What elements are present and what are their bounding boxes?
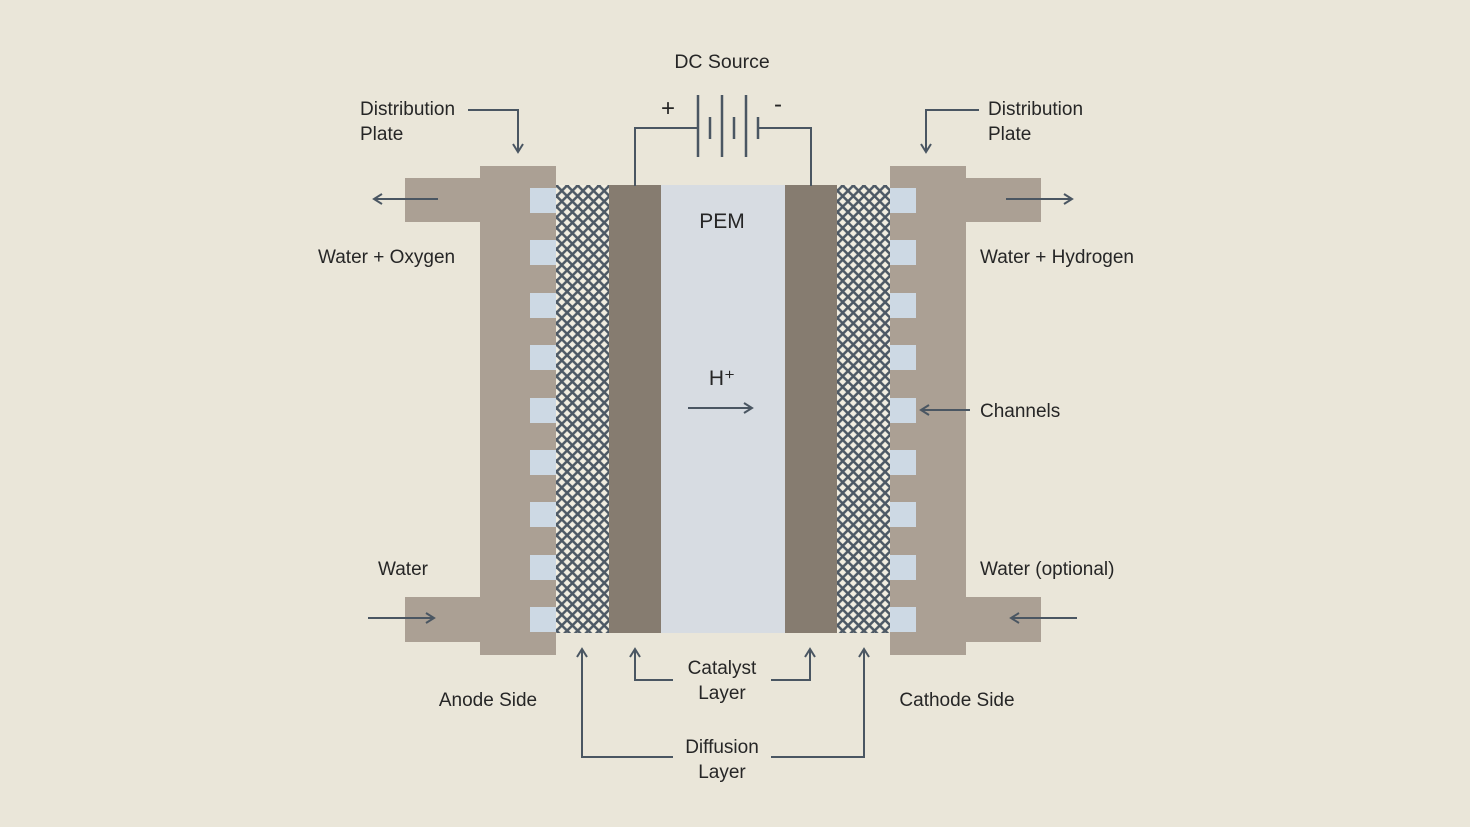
right-plate-label-line1: Distribution: [988, 99, 1083, 120]
channel-square: [890, 607, 916, 632]
diffusion-label-line2: Layer: [698, 762, 746, 783]
channel-square: [530, 345, 556, 370]
catalyst-label-line1: Catalyst: [688, 658, 757, 679]
cathode-side-label: Cathode Side: [899, 690, 1014, 711]
positive-terminal-sign: +: [661, 95, 675, 122]
diffusion-layer-label: Diffusion Layer: [685, 737, 759, 783]
battery-wire-positive: [634, 127, 698, 186]
channel-square: [890, 188, 916, 213]
channel-square: [530, 555, 556, 580]
right-inlet-label: Water (optional): [980, 559, 1114, 580]
right-catalyst-layer: [785, 185, 837, 633]
right-outlet-label: Water + Hydrogen: [980, 247, 1134, 268]
left-inlet-pipe: [405, 597, 482, 642]
right-inlet-pipe: [964, 597, 1041, 642]
left-catalyst-layer: [609, 185, 661, 633]
proton-label: H⁺: [709, 367, 735, 390]
diffusion-label-line1: Diffusion: [685, 737, 759, 758]
channel-square: [530, 607, 556, 632]
channels-label: Channels: [980, 401, 1060, 422]
left-channels: [530, 188, 556, 632]
channel-square: [530, 398, 556, 423]
channel-square: [530, 450, 556, 475]
right-diffusion-layer: [837, 185, 890, 633]
catalyst-label-line2: Layer: [698, 683, 746, 704]
right-plate-pointer: [920, 109, 979, 154]
anode-side-label: Anode Side: [439, 690, 537, 711]
diffusion-pointer-left: [576, 647, 673, 758]
channel-square: [890, 450, 916, 475]
negative-terminal-sign: -: [774, 91, 782, 118]
left-plate-label: Distribution Plate: [360, 99, 455, 145]
channel-square: [530, 240, 556, 265]
battery-wire-negative: [758, 127, 812, 186]
left-diffusion-layer: [556, 185, 609, 633]
battery-cell-plates: [696, 95, 760, 157]
catalyst-pointer-left: [629, 647, 673, 681]
left-plate-label-line2: Plate: [360, 124, 403, 145]
right-channels: [890, 188, 916, 632]
channel-square: [530, 502, 556, 527]
catalyst-layer-label: Catalyst Layer: [688, 658, 757, 704]
channel-square: [530, 188, 556, 213]
right-plate-label: Distribution Plate: [988, 99, 1083, 145]
channel-square: [890, 345, 916, 370]
catalyst-pointer-right: [771, 647, 816, 681]
left-plate-label-line1: Distribution: [360, 99, 455, 120]
right-plate-label-line2: Plate: [988, 124, 1031, 145]
diffusion-pointer-right: [771, 647, 870, 758]
channel-square: [890, 398, 916, 423]
left-outlet-label: Water + Oxygen: [318, 247, 455, 268]
pem-label: PEM: [699, 210, 745, 233]
channel-square: [890, 293, 916, 318]
dc-source-label: DC Source: [674, 51, 769, 73]
channel-square: [890, 502, 916, 527]
left-plate-pointer: [468, 109, 524, 154]
channel-square: [890, 555, 916, 580]
channel-square: [530, 293, 556, 318]
dc-source-battery: + -: [634, 91, 812, 186]
left-inlet-label: Water: [378, 559, 429, 580]
channel-square: [890, 240, 916, 265]
